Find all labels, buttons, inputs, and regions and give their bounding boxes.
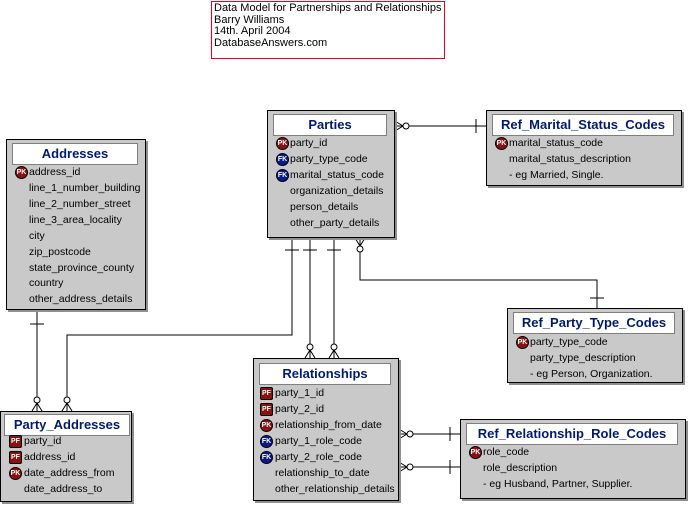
primary-key-icon: PK (15, 166, 28, 179)
primary-key-icon: PK (260, 419, 273, 432)
entity-ref-relationship-role-codes[interactable]: Ref_Relationship_Role_Codes PK role_code… (460, 419, 686, 499)
attribute: marital_status_code (290, 169, 384, 181)
attribute: party_2_role_code (275, 451, 362, 463)
optional-mark-pa-parties (63, 396, 71, 404)
entity-party-addresses[interactable]: Party_Addresses PF party_id PF address_i… (0, 411, 132, 502)
attribute: city (29, 230, 45, 242)
entity-relationships[interactable]: Relationships PF party_1_id PF party_2_i… (253, 358, 399, 501)
optional-mark-parties-marital (402, 122, 410, 130)
note-line-site: DatabaseAnswers.com (214, 36, 328, 49)
attribute: other_party_details (290, 217, 380, 229)
primary-foreign-key-icon: PF (9, 435, 22, 448)
crowfoot-parties-marital (394, 120, 404, 132)
optional-mark-rel-1 (306, 343, 314, 351)
attribute: role_description (483, 462, 558, 474)
primary-key-icon: PK (469, 446, 482, 459)
attribute: marital_status_description (509, 153, 631, 165)
crowfoot-rel-2 (328, 349, 340, 359)
entity-title: Ref_Party_Type_Codes (513, 312, 675, 334)
attribute: party_type_code (290, 153, 368, 165)
attribute: relationship_to_date (275, 467, 370, 479)
attribute: state_province_county (29, 262, 135, 274)
attribute: address_id (29, 166, 81, 178)
primary-foreign-key-icon: PF (260, 403, 273, 416)
crowfoot-rel-role-1 (398, 428, 408, 440)
attribute: - eg Married, Single. (509, 169, 604, 181)
note-line-date: 14th. April 2004 (214, 25, 291, 37)
attribute: line_1_number_building (29, 182, 141, 194)
attribute: date_address_to (24, 483, 103, 495)
foreign-key-icon: FK (276, 169, 289, 182)
attribute: party_type_code (530, 336, 608, 348)
diagram-title-note: Data Model for Partnerships and Relation… (211, 1, 445, 59)
entity-title: Party_Addresses (4, 414, 130, 436)
note-line-title: Data Model for Partnerships and Relation… (214, 2, 442, 14)
attribute: line_3_area_locality (29, 214, 122, 226)
entity-title: Ref_Marital_Status_Codes (492, 114, 674, 136)
note-line-author: Barry Williams (214, 13, 285, 26)
attribute: other_relationship_details (275, 483, 395, 495)
entity-parties[interactable]: Parties PK party_id FK party_type_code F… (267, 110, 395, 238)
primary-key-icon: PK (276, 137, 289, 150)
attribute: party_id (290, 137, 328, 149)
entity-title: Relationships (259, 363, 391, 385)
crowfoot-parties-partytype (354, 237, 366, 247)
optional-mark-rel-2 (330, 343, 338, 351)
primary-foreign-key-icon: PF (9, 451, 22, 464)
attribute: line_2_number_street (29, 198, 131, 210)
foreign-key-icon: FK (260, 435, 273, 448)
primary-foreign-key-icon: PF (260, 387, 273, 400)
entity-addresses[interactable]: Addresses PK address_id line_1_number_bu… (6, 139, 146, 310)
optional-mark-pa-addresses (33, 396, 41, 404)
crowfoot-pa-parties (61, 402, 73, 412)
attribute: date_address_from (24, 467, 115, 479)
entity-title: Ref_Relationship_Role_Codes (466, 423, 678, 445)
primary-key-icon: PK (516, 336, 529, 349)
primary-key-icon: PK (9, 467, 22, 480)
attribute: party_2_id (275, 403, 325, 415)
primary-key-icon: PK (495, 137, 508, 150)
attribute: role_code (483, 446, 530, 458)
optional-mark-rel-role-1 (406, 430, 414, 438)
attribute: party_1_role_code (275, 435, 362, 447)
crowfoot-pa-addresses (31, 402, 43, 412)
entity-ref-party-type-codes[interactable]: Ref_Party_Type_Codes PK party_type_code … (507, 308, 683, 383)
attribute: organization_details (290, 185, 384, 197)
entity-title: Parties (273, 114, 387, 136)
entity-title: Addresses (12, 143, 138, 165)
line-parties-partytype (359, 238, 598, 308)
attribute: person_details (290, 201, 359, 213)
attribute: zip_postcode (29, 246, 91, 258)
attribute: party_id (24, 435, 62, 447)
attribute: party_type_description (530, 352, 636, 364)
line-parties-partyaddresses (66, 238, 293, 411)
crowfoot-rel-role-2 (398, 461, 408, 473)
attribute: address_id (24, 451, 76, 463)
attribute: marital_status_code (509, 137, 603, 149)
attribute: - eg Person, Organization. (530, 368, 653, 380)
foreign-key-icon: FK (260, 451, 273, 464)
attribute: country (29, 277, 64, 289)
attribute: other_address_details (29, 293, 133, 305)
optional-mark-parties-partytype (356, 245, 364, 253)
attribute: party_1_id (275, 387, 325, 399)
foreign-key-icon: FK (276, 153, 289, 166)
attribute: - eg Husband, Partner, Supplier. (483, 478, 633, 490)
crowfoot-rel-1 (304, 349, 316, 359)
optional-mark-rel-role-2 (406, 463, 414, 471)
attribute: relationship_from_date (275, 419, 382, 431)
entity-ref-marital-status-codes[interactable]: Ref_Marital_Status_Codes PK marital_stat… (486, 110, 682, 186)
